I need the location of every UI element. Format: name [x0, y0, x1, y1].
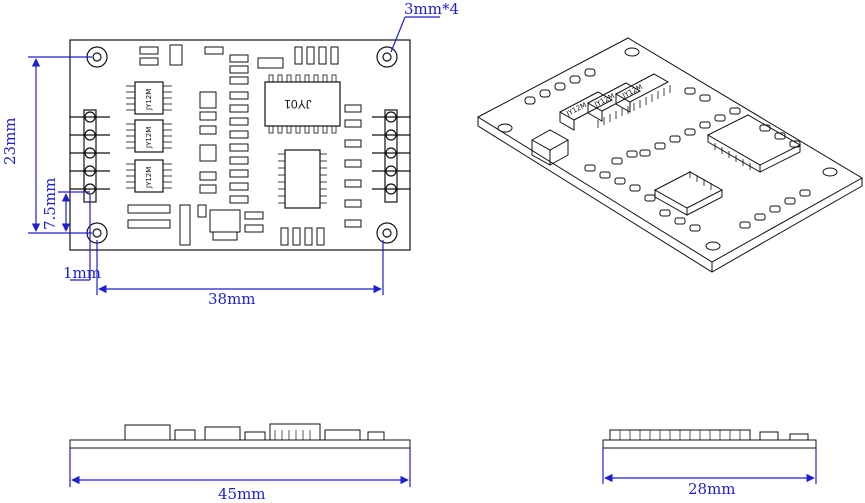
top-view [69, 39, 411, 251]
side-board-length [69, 439, 411, 449]
isometric-view [476, 37, 863, 273]
relay-label-1: JY12M [145, 89, 153, 111]
relay-chips [126, 81, 172, 193]
side-board-width [602, 439, 817, 449]
iso-board-edge [477, 117, 863, 273]
side-view-length [69, 423, 411, 449]
side-view-width [602, 429, 817, 449]
length-dimension-lines [69, 448, 411, 487]
top-small-components [127, 44, 362, 246]
mounting-holes [86, 46, 398, 244]
mounting-hole-dimension: 3mm*4 [404, 0, 459, 18]
board-height-dimension: 23mm [1, 117, 19, 165]
row-offset-dimension: 7.5mm [41, 178, 59, 230]
width-dimension-lines [602, 448, 817, 484]
ic-label-jy01: JY01 [284, 97, 312, 111]
top-view-dimensions [28, 16, 440, 295]
iso-board-top [476, 37, 863, 263]
left-pin-header [70, 109, 110, 203]
relay-label-2: JY12M [145, 127, 153, 149]
board-outline-top [69, 39, 411, 251]
ic-jy01 [264, 74, 341, 134]
ic-lower [278, 149, 327, 209]
edge-offset-dimension: 1mm [63, 264, 101, 282]
board-length-dimension: 45mm [218, 485, 266, 503]
hole-spacing-dimension: 38mm [208, 290, 256, 308]
board-width-dimension: 28mm [688, 480, 736, 498]
right-pin-header [372, 109, 410, 203]
relay-label-3: JY12M [145, 167, 153, 189]
